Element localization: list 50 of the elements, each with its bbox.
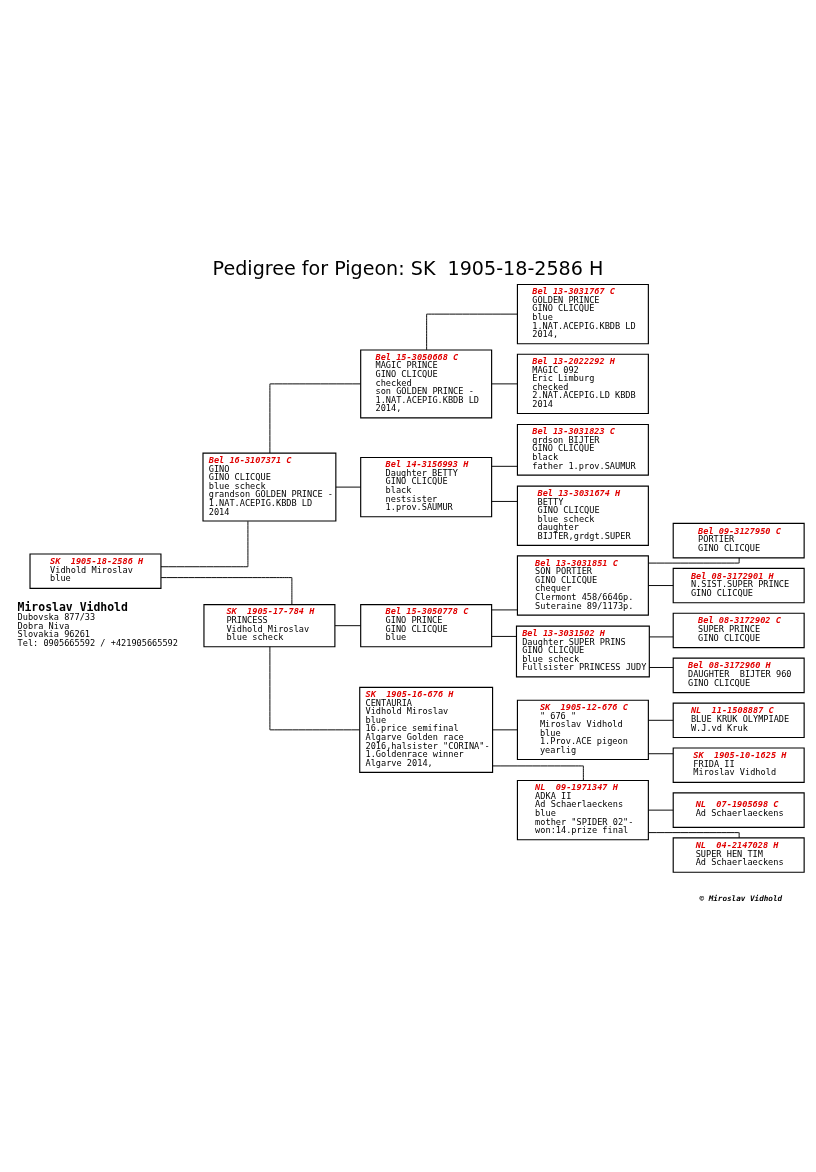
connector — [648, 809, 674, 811]
node-box: SK 1905-16-676 H CENTAURIA Vidhold Miroslav blue 16.price semifinal Algarve Golden race 2016,halsister "CORINA"- 1.Goldenrace winner Algarve 2014, — [359, 686, 494, 773]
connector — [648, 831, 740, 838]
node-box: Bel 13-3031851 C SON PORTIER GINO CLICQUE chequer Clermont 458/6646p. Suteraine 89/1173p. — [516, 554, 649, 616]
node-box: Bel 13-3031674 H BETTY GINO CLICQUE blue scheck daughter BIJTER,grdgt.SUPER — [516, 485, 649, 546]
label: © Miroslav Vidhold — [699, 893, 783, 903]
node-box: Bel 08-3172960 H DAUGHTER BIJTER 960 GINO CLICQUE — [672, 657, 805, 693]
connector — [335, 486, 362, 488]
connector — [160, 520, 249, 567]
connector — [648, 666, 674, 668]
diagram-title: Pedigree for Pigeon: SK 1905-18-2586 H — [212, 256, 604, 280]
connector — [648, 584, 674, 586]
label: Slovakia 96261 — [17, 628, 91, 639]
node-box: Bel 13-2022292 H MAGIC 092 Eric Limburg checked 2.NAT.ACEPIG.LD KBDB 2014 — [516, 353, 649, 414]
connector — [648, 719, 674, 721]
node-box: NL 04-2147028 H SUPER HEN TIM Ad Schaerlaeckens — [672, 836, 805, 873]
node-box: Bel 15-3050668 C MAGIC PRINCE GINO CLICQUE checked son GOLDEN PRINCE - 1.NAT.ACEPIG.KBDB LD 2014, — [360, 348, 493, 418]
connector — [426, 313, 518, 350]
label: Tel: 0905665592 / +421905665592 — [17, 637, 178, 648]
node-box: Bel 08-3172901 H N.SIST.SUPER PRINCE GINO CLICQUE — [672, 567, 805, 603]
node-box: Bel 09-3127950 C PORTIER GINO CLICQUE — [672, 522, 805, 558]
node-box: Bel 13-3031823 C grdson BIJTER GINO CLICQUE black father 1.prov.SAUMUR — [516, 423, 649, 476]
connector — [334, 624, 362, 626]
connector — [269, 645, 360, 730]
node-box: SK 1905-17-784 H PRINCESS Vidhold Miroslav blue scheck — [203, 603, 336, 647]
connector — [160, 576, 293, 605]
label: Dubovska 877/33 — [17, 611, 96, 622]
node-box: SK 1905-12-676 C " 676 " Miroslav Vidhold blue 1.Prov.ACE pigeon yearlig — [516, 699, 649, 760]
node-box: NL 09-1971347 H ADKA II Ad Schaerlaeckens blue mother "SPIDER 02"- won:14.prize final — [516, 779, 649, 840]
connector — [491, 465, 518, 467]
connector — [492, 728, 518, 730]
node-box: Bel 16-3107371 C GINO GINO CLICQUE blue scheck grandson GOLDEN PRINCE - 1.NAT.ACEPIG.KBDB LD 2014 — [202, 452, 337, 522]
connector — [491, 382, 518, 384]
connector — [648, 635, 674, 637]
connector — [648, 752, 674, 754]
node-box: Bel 14-3156993 H Daughter BETTY GINO CLICQUE black nestsister 1.prov.SAUMUR — [360, 456, 493, 517]
node-box: SK 1905-10-1625 H FRIDA II Miroslav Vidhold — [672, 746, 805, 783]
connector — [491, 635, 517, 637]
node-box: Bel 13-3031767 C GOLDEN PRINCE GINO CLICQUE blue 1.NAT.ACEPIG.KBDB LD 2014, — [516, 283, 649, 344]
label: Dobra Niva — [17, 620, 70, 631]
node-box: SK 1905-18-2586 H Vidhold Miroslav blue — [29, 552, 162, 589]
connector — [269, 382, 361, 453]
connector — [491, 608, 518, 610]
node-box: Bel 08-3172902 C SUPER PRINCE GINO CLICQUE — [672, 612, 805, 648]
node-box: NL 11-1508887 C BLUE KRUK OLYMPIADE W.J.vd Kruk — [672, 702, 805, 738]
node-box: NL 07-1905698 C Ad Schaerlaeckens — [672, 791, 805, 828]
connector — [491, 500, 518, 502]
node-box: Bel 15-3050778 C GINO PRINCE GINO CLICQUE blue — [360, 603, 493, 647]
node-box: Bel 13-3031502 H Daughter SUPER PRINS GINO CLICQUE blue scheck Fullsister PRINCESS JUDY — [515, 625, 650, 677]
label: Miroslav Vidhold — [17, 599, 128, 614]
